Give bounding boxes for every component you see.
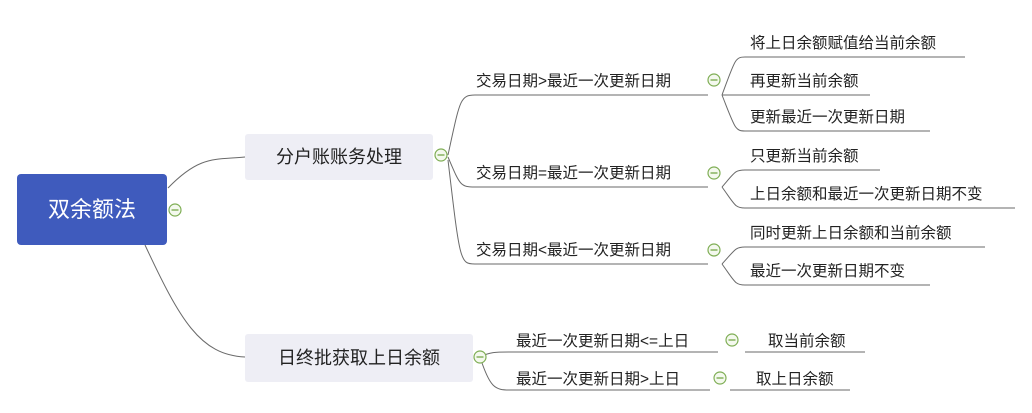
condition-label[interactable]: 交易日期<最近一次更新日期 bbox=[476, 241, 671, 259]
action-leaf[interactable]: 更新最近一次更新日期 bbox=[750, 108, 905, 126]
collapse-minus-icon[interactable] bbox=[725, 333, 739, 347]
action-leaf[interactable]: 将上日余额赋值给当前余额 bbox=[750, 33, 937, 52]
collapse-minus-icon[interactable] bbox=[707, 166, 721, 180]
edge-b1-c1 bbox=[479, 356, 511, 391]
edge-root-branch-1 bbox=[144, 244, 246, 358]
collapse-minus-icon[interactable] bbox=[707, 73, 721, 87]
edge-b0-c2-l0 bbox=[721, 246, 746, 265]
branch-node-0[interactable]: 分户账账务处理 bbox=[245, 134, 433, 180]
action-leaf[interactable]: 最近一次更新日期不变 bbox=[750, 262, 905, 280]
action-leaf[interactable]: 上日余额和最近一次更新日期不变 bbox=[750, 184, 983, 203]
root-node[interactable]: 双余额法 bbox=[17, 174, 167, 245]
condition-label[interactable]: 交易日期>最近一次更新日期 bbox=[476, 72, 671, 90]
condition-label[interactable]: 最近一次更新日期<=上日 bbox=[516, 332, 689, 350]
collapse-minus-icon[interactable] bbox=[707, 243, 721, 257]
collapse-minus-icon[interactable] bbox=[473, 350, 487, 364]
action-leaf[interactable]: 同时更新上日余额和当前余额 bbox=[750, 223, 952, 242]
edge-b0-c1-l0 bbox=[721, 169, 746, 188]
edge-b0-c0-l0 bbox=[721, 56, 746, 96]
edge-b0-c1-l1 bbox=[721, 186, 746, 209]
connectors bbox=[144, 56, 746, 391]
action-leaf[interactable]: 只更新当前余额 bbox=[750, 146, 859, 165]
collapse-minus-icon[interactable] bbox=[434, 148, 448, 162]
branch-label: 分户账账务处理 bbox=[276, 147, 402, 167]
edge-b0-c0-l2 bbox=[721, 94, 746, 132]
root-label: 双余额法 bbox=[48, 197, 136, 222]
condition-label[interactable]: 交易日期=最近一次更新日期 bbox=[476, 164, 671, 182]
edge-b0-c0 bbox=[447, 94, 476, 156]
edge-b0-c1 bbox=[447, 156, 476, 188]
action-leaf[interactable]: 再更新当前余额 bbox=[750, 71, 859, 90]
collapse-minus-icon[interactable] bbox=[713, 371, 727, 385]
branch-label: 日终批获取上日余额 bbox=[278, 348, 440, 368]
branch-node-1[interactable]: 日终批获取上日余额 bbox=[245, 334, 473, 382]
action-leaf[interactable]: 取当前余额 bbox=[768, 331, 846, 350]
edge-root-branch-0 bbox=[167, 156, 246, 189]
action-leaf[interactable]: 取上日余额 bbox=[756, 369, 834, 388]
edge-b0-c2-l1 bbox=[721, 263, 746, 286]
edge-b0-c2 bbox=[447, 159, 476, 265]
collapse-minus-icon[interactable] bbox=[168, 203, 182, 217]
condition-label[interactable]: 最近一次更新日期>上日 bbox=[516, 370, 680, 388]
underlines bbox=[475, 56, 1015, 391]
